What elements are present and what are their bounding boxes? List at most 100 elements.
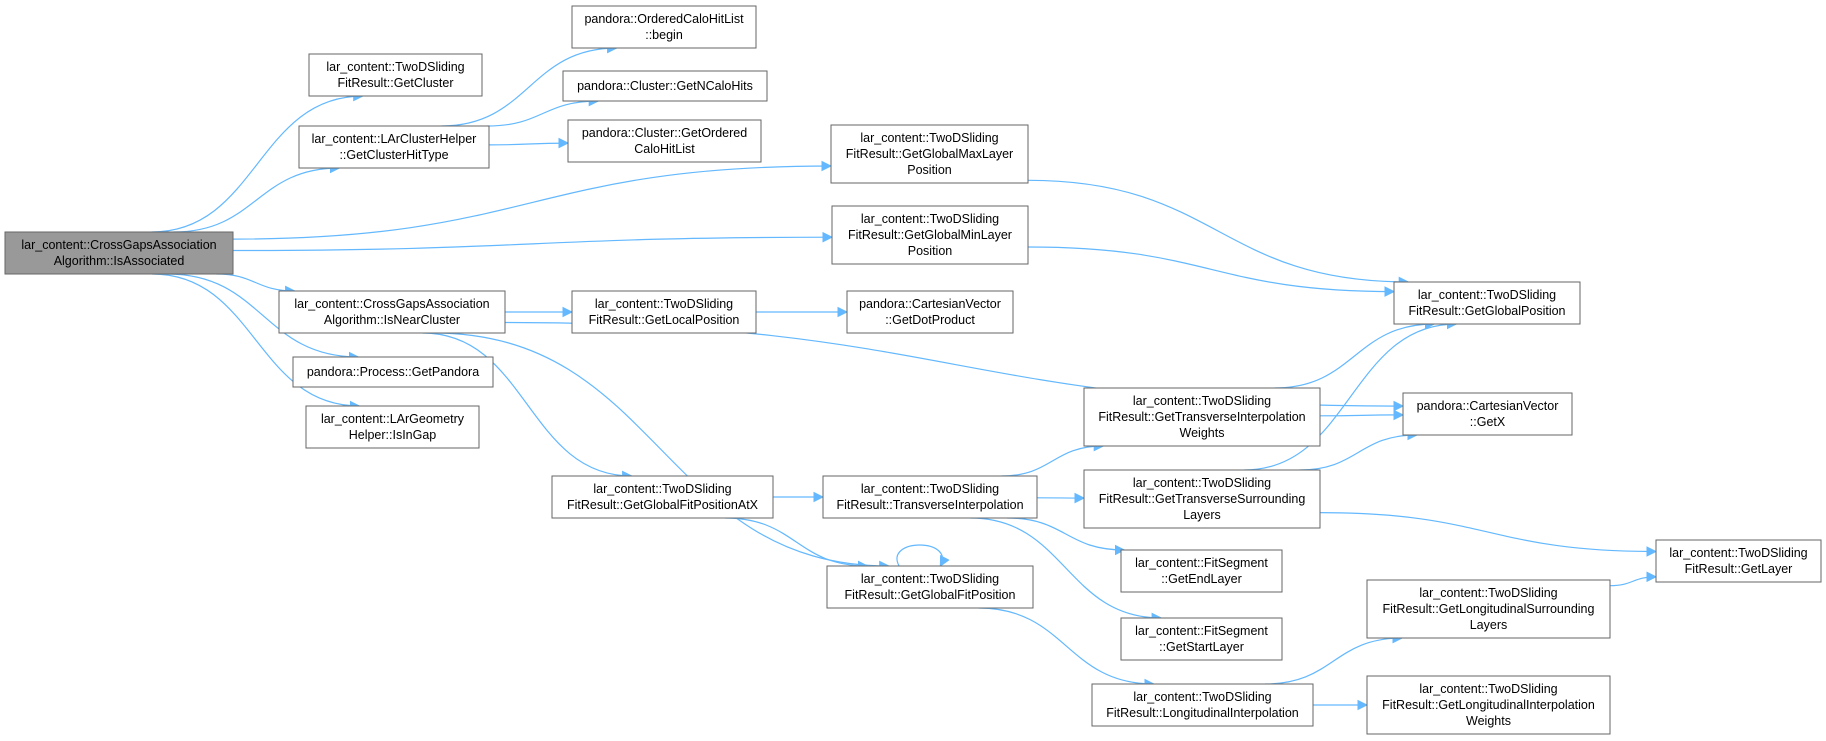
edge-n0-to-n2	[173, 162, 341, 233]
node-label-line: FitResult::GetTransverseInterpolation	[1098, 410, 1305, 424]
node-label-line: lar_content::TwoDSliding	[1133, 476, 1271, 490]
node-label-line: lar_content::TwoDSliding	[1133, 394, 1271, 408]
function-node[interactable]: lar_content::TwoDSlidingFitResult::GetTr…	[1083, 469, 1321, 529]
edge-n18-to-n19	[1319, 512, 1658, 557]
node-label-line: pandora::CartesianVector	[859, 297, 1001, 311]
node-label-line: FitResult::GetCluster	[337, 76, 453, 90]
edge-n18-to-n15	[1299, 429, 1419, 471]
function-node[interactable]: pandora::Process::GetPandora	[292, 356, 494, 388]
node-label-line: lar_content::TwoDSliding	[861, 482, 999, 496]
node-label-line: FitResult::GetGlobalPosition	[1408, 304, 1565, 318]
node-box	[826, 565, 1034, 609]
node-label-line: lar_content::TwoDSliding	[1418, 288, 1556, 302]
node-label-line: pandora::OrderedCaloHitList	[584, 12, 744, 26]
function-node[interactable]: lar_content::FitSegment::GetStartLayer	[1120, 617, 1283, 661]
node-label-line: lar_content::TwoDSliding	[1669, 546, 1807, 560]
node-label-line: pandora::Process::GetPandora	[307, 365, 479, 379]
function-node[interactable]: lar_content::TwoDSlidingFitResult::GetLo…	[1366, 675, 1611, 735]
node-label-line: lar_content::TwoDSliding	[861, 572, 999, 586]
edge-n2-to-n3	[441, 42, 618, 127]
node-box	[571, 290, 757, 334]
function-node[interactable]: lar_content::TwoDSlidingFitResult::Longi…	[1091, 683, 1314, 727]
node-label-line: lar_content::LArClusterHelper	[312, 132, 477, 146]
edge-n21-to-n24	[978, 607, 1156, 690]
node-label-line: Layers	[1183, 508, 1221, 522]
node-label-line: FitResult::GetGlobalMinLayer	[848, 228, 1012, 242]
node-label-line: lar_content::CrossGapsAssociation	[21, 238, 216, 252]
node-box	[1083, 387, 1321, 447]
node-label-line: lar_content::TwoDSliding	[593, 482, 731, 496]
edge-n2-to-n5	[488, 137, 570, 149]
node-label-line: FitResult::GetLayer	[1685, 562, 1793, 576]
node-box	[846, 290, 1014, 334]
node-box	[551, 475, 774, 519]
function-node[interactable]: lar_content::TwoDSlidingFitResult::Trans…	[822, 475, 1038, 519]
node-label-line: FitResult::GetLongitudinalInterpolation	[1382, 698, 1595, 712]
function-node[interactable]: lar_content::FitSegment::GetEndLayer	[1120, 549, 1283, 593]
node-box	[562, 70, 768, 102]
edge-n0-to-n6	[232, 160, 833, 240]
node-box	[1083, 469, 1321, 529]
function-node[interactable]: lar_content::TwoDSlidingFitResult::GetLa…	[1655, 539, 1822, 583]
node-label-line: FitResult::TransverseInterpolation	[836, 498, 1023, 512]
node-box	[4, 231, 234, 275]
function-node[interactable]: lar_content::LArClusterHelper::GetCluste…	[298, 125, 490, 169]
node-label-line: lar_content::TwoDSliding	[326, 60, 464, 74]
node-box	[830, 124, 1029, 184]
node-label-line: lar_content::TwoDSliding	[1133, 690, 1271, 704]
node-box	[1120, 549, 1283, 593]
edge-n8-to-n16	[422, 332, 633, 482]
root-function-node[interactable]: lar_content::CrossGapsAssociationAlgorit…	[4, 231, 234, 275]
node-box	[831, 205, 1029, 265]
node-label-line: lar_content::TwoDSliding	[860, 131, 998, 145]
node-box	[571, 5, 757, 49]
edge-n0-to-n12	[167, 273, 360, 363]
node-box	[1091, 683, 1314, 727]
function-node[interactable]: lar_content::TwoDSlidingFitResult::GetLo…	[571, 290, 757, 334]
node-label-line: ::GetStartLayer	[1159, 640, 1244, 654]
node-label-line: Position	[907, 163, 952, 177]
function-node[interactable]: pandora::CartesianVector::GetX	[1402, 392, 1573, 436]
edge-n23-to-n19	[1609, 571, 1658, 587]
node-label-line: Algorithm::IsAssociated	[54, 254, 185, 268]
edge-n0-to-n7	[232, 231, 834, 252]
edge-n7-to-n11	[1027, 246, 1396, 297]
node-box	[1366, 579, 1611, 639]
function-node[interactable]: lar_content::TwoDSlidingFitResult::GetGl…	[551, 475, 774, 519]
node-label-line: lar_content::TwoDSliding	[1419, 586, 1557, 600]
function-node[interactable]: lar_content::TwoDSlidingFitResult::GetLo…	[1366, 579, 1611, 639]
edge-n16-to-n21	[724, 517, 869, 572]
function-node[interactable]: lar_content::CrossGapsAssociationAlgorit…	[278, 290, 506, 334]
node-label-line: ::GetDotProduct	[885, 313, 975, 327]
edge-n17-to-n14	[1001, 440, 1105, 477]
node-box	[822, 475, 1038, 519]
edge-n2-to-n4	[487, 95, 600, 127]
edge-n17-to-n20	[1006, 517, 1126, 556]
function-node[interactable]: lar_content::TwoDSlidingFitResult::GetGl…	[826, 565, 1034, 609]
node-label-line: Helper::IsInGap	[349, 428, 437, 442]
node-label-line: Position	[908, 244, 953, 258]
node-label-line: lar_content::FitSegment	[1135, 624, 1268, 638]
node-label-line: FitResult::GetGlobalFitPositionAtX	[567, 498, 759, 512]
node-label-line: FitResult::GetTransverseSurrounding	[1099, 492, 1306, 506]
node-label-line: Layers	[1470, 618, 1508, 632]
edge-n21-to-n21	[896, 544, 950, 567]
node-label-line: FitResult::LongitudinalInterpolation	[1106, 706, 1299, 720]
node-box	[305, 405, 480, 449]
function-node[interactable]: lar_content::TwoDSlidingFitResult::GetGl…	[830, 124, 1029, 184]
node-box	[292, 356, 494, 388]
function-node[interactable]: lar_content::TwoDSlidingFitResult::GetGl…	[1393, 281, 1581, 325]
edge-n6-to-n11	[1027, 179, 1410, 288]
function-node[interactable]: pandora::Cluster::GetNCaloHits	[562, 70, 768, 102]
node-box	[567, 119, 762, 163]
node-label-line: lar_content::TwoDSliding	[595, 297, 733, 311]
nodes-layer: lar_content::CrossGapsAssociationAlgorit…	[4, 5, 1822, 735]
function-node[interactable]: lar_content::TwoDSlidingFitResult::GetGl…	[831, 205, 1029, 265]
function-node[interactable]: lar_content::TwoDSlidingFitResult::GetTr…	[1083, 387, 1321, 447]
function-node[interactable]: pandora::OrderedCaloHitList::begin	[571, 5, 757, 49]
node-box	[278, 290, 506, 334]
function-node[interactable]: pandora::CartesianVector::GetDotProduct	[846, 290, 1014, 334]
function-node[interactable]: lar_content::TwoDSlidingFitResult::GetCl…	[308, 53, 483, 97]
